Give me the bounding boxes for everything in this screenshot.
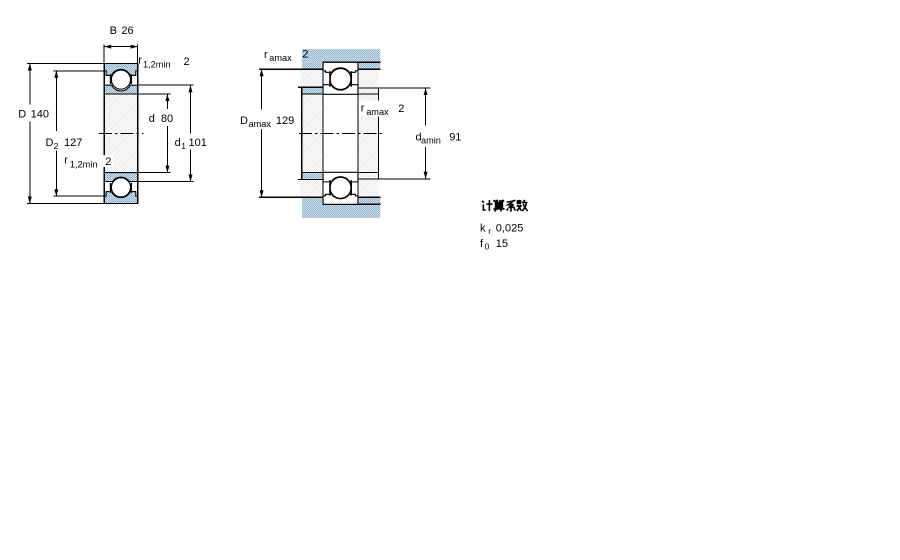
svg-text:D: D	[46, 137, 54, 149]
svg-text:0: 0	[485, 242, 490, 252]
svg-text:26: 26	[121, 25, 133, 37]
svg-text:101: 101	[189, 137, 207, 149]
svg-text:2: 2	[184, 56, 190, 68]
svg-text:91: 91	[449, 131, 461, 143]
svg-text:r: r	[138, 55, 142, 67]
svg-text:127: 127	[64, 137, 82, 149]
svg-text:f: f	[480, 238, 484, 250]
svg-text:129: 129	[276, 115, 294, 127]
svg-text:d: d	[416, 131, 422, 143]
svg-text:80: 80	[161, 113, 173, 125]
svg-text:2: 2	[105, 156, 111, 168]
svg-text:r: r	[64, 155, 68, 167]
svg-text:D: D	[18, 108, 26, 120]
svg-text:2: 2	[54, 141, 59, 151]
svg-text:15: 15	[496, 238, 508, 250]
svg-text:140: 140	[31, 108, 49, 120]
svg-text:r: r	[488, 226, 491, 236]
svg-text:B: B	[110, 25, 117, 37]
svg-text:d: d	[175, 137, 181, 149]
svg-text:1: 1	[181, 141, 186, 151]
svg-text:D: D	[240, 115, 248, 127]
svg-text:amax: amax	[269, 53, 292, 63]
svg-text:r: r	[264, 49, 268, 61]
svg-text:2: 2	[398, 103, 404, 115]
svg-text:amax: amax	[366, 107, 389, 117]
svg-text:0,025: 0,025	[496, 222, 524, 234]
svg-text:d: d	[149, 113, 155, 125]
svg-text:2: 2	[302, 48, 308, 60]
svg-text:1,2min: 1,2min	[70, 159, 98, 169]
svg-text:r: r	[361, 102, 365, 114]
svg-text:1,2min: 1,2min	[143, 59, 171, 69]
svg-text:amin: amin	[421, 136, 441, 146]
svg-text:amax: amax	[249, 119, 272, 129]
svg-text:k: k	[480, 222, 486, 234]
